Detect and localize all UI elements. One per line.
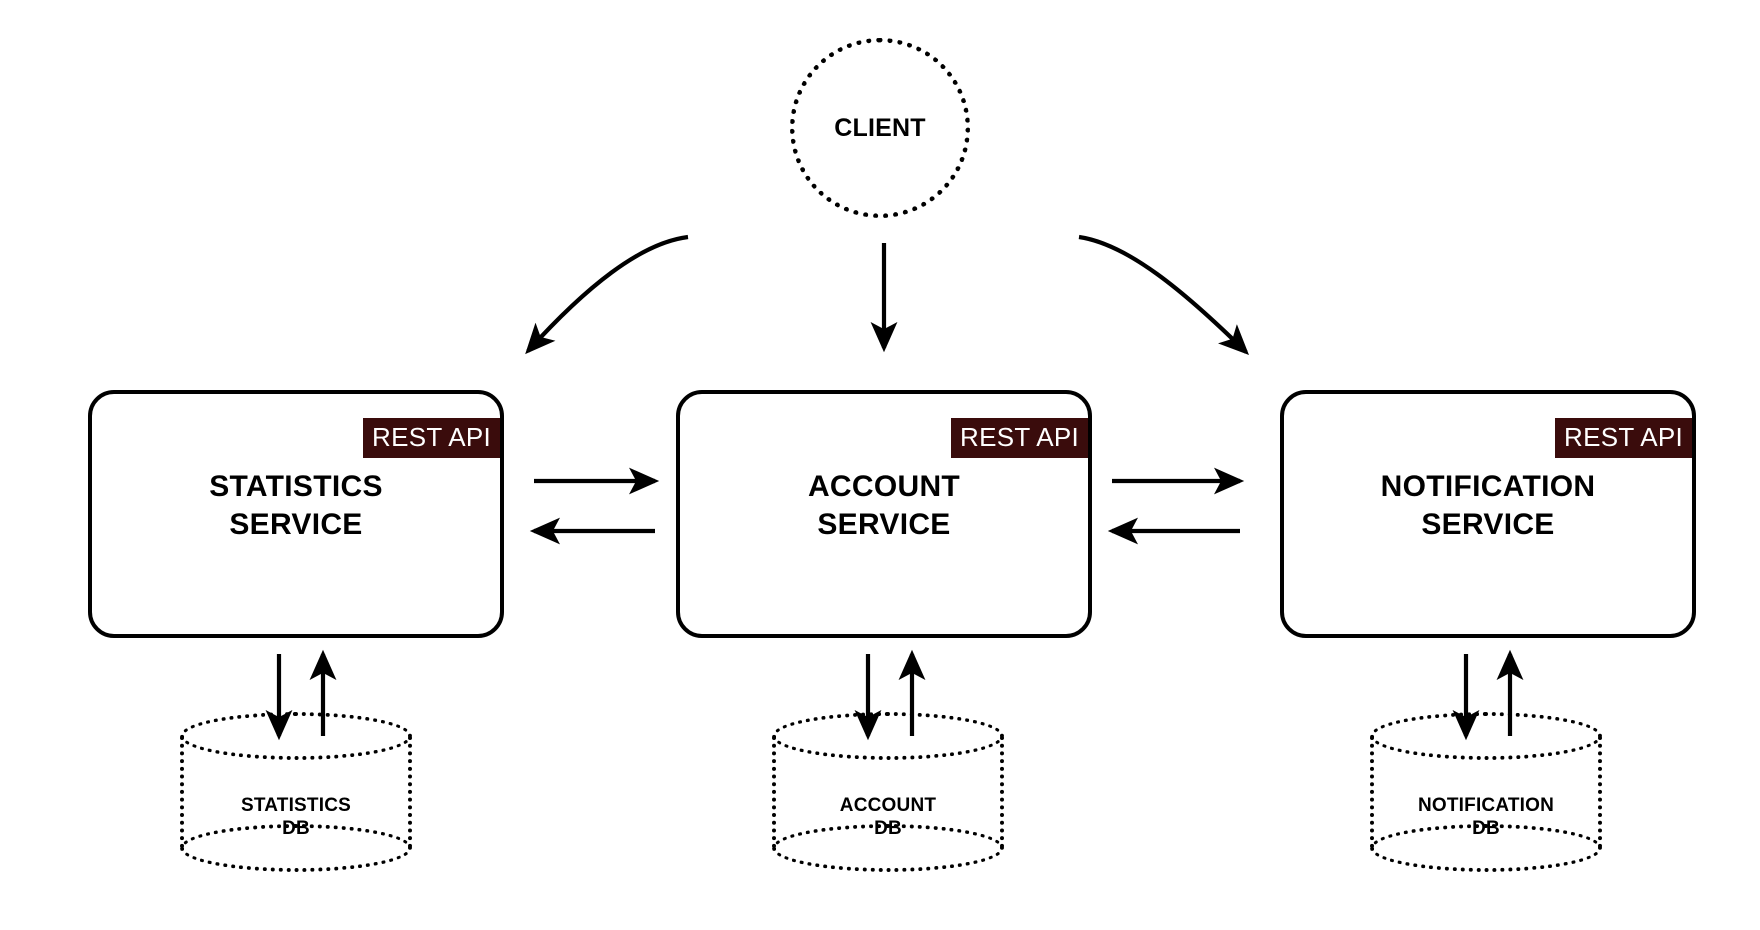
cylinder-top-ellipse (1370, 712, 1602, 760)
account-service-node[interactable]: REST API ACCOUNT SERVICE (676, 390, 1092, 638)
statistics-db-node[interactable]: STATISTICS DB (180, 712, 412, 872)
cylinder-bottom-ellipse (180, 824, 412, 872)
cylinder-bottom-ellipse (1370, 824, 1602, 872)
rest-api-badge: REST API (951, 418, 1088, 458)
rest-api-badge: REST API (1555, 418, 1692, 458)
cylinder-body (772, 736, 1004, 848)
account-db-node[interactable]: ACCOUNT DB (772, 712, 1004, 872)
arrow-client-to-statistics (525, 234, 689, 355)
account-service-label: ACCOUNT SERVICE (807, 470, 961, 542)
client-label: CLIENT (834, 114, 926, 142)
notification-db-label: NOTIFICATION DB (1417, 795, 1555, 840)
cylinder-top-ellipse (180, 712, 412, 760)
account-db-label: ACCOUNT DB (839, 795, 937, 840)
client-node[interactable] (790, 38, 970, 218)
rest-api-badge: REST API (363, 418, 500, 458)
cylinder-body (180, 736, 412, 848)
arrow-client-to-notification (1078, 234, 1249, 355)
cylinder-body (1370, 736, 1602, 848)
notification-service-label: NOTIFICATION SERVICE (1380, 470, 1596, 542)
statistics-service-label: STATISTICS SERVICE (209, 470, 383, 542)
notification-service-node[interactable]: REST API NOTIFICATION SERVICE (1280, 390, 1696, 638)
cylinder-bottom-ellipse (772, 824, 1004, 872)
statistics-service-node[interactable]: REST API STATISTICS SERVICE (88, 390, 504, 638)
cylinder-top-ellipse (772, 712, 1004, 760)
statistics-db-label: STATISTICS DB (240, 795, 352, 840)
notification-db-node[interactable]: NOTIFICATION DB (1370, 712, 1602, 872)
